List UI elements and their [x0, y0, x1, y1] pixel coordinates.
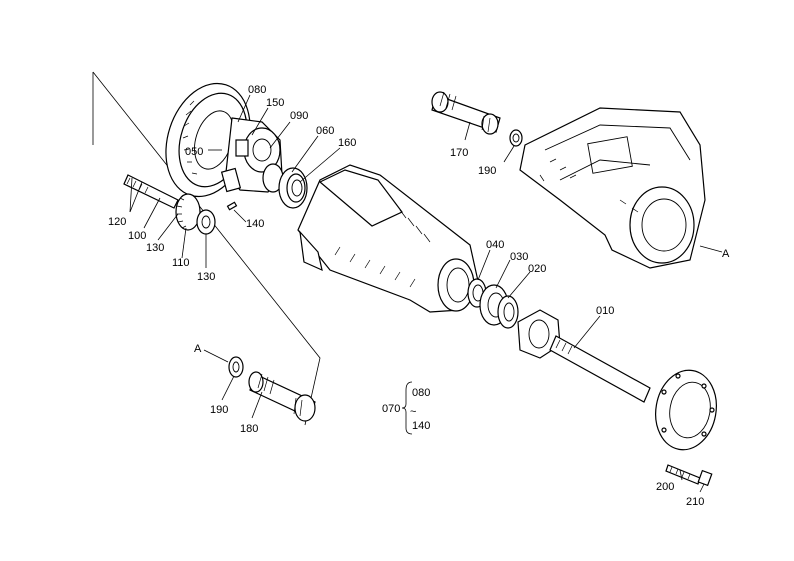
callout-170: 170: [450, 147, 468, 159]
bearing-160: [278, 167, 308, 209]
callout-090: 090: [290, 110, 308, 122]
side-shaft-120: [123, 174, 179, 209]
bolt-200: [665, 464, 713, 487]
callout-190-upper: 190: [478, 165, 496, 177]
callout-020: 020: [528, 263, 546, 275]
pin-140: [226, 201, 238, 211]
callout-120: 120: [108, 216, 126, 228]
gear-110: [175, 193, 216, 235]
svg-text:~: ~: [410, 406, 416, 418]
differential-case-080: [220, 117, 284, 193]
callout-labels: 080 150 090 060 160 050 120 100 130 110 …: [108, 84, 730, 508]
callout-050: 050: [185, 146, 203, 158]
callout-160: 160: [338, 137, 356, 149]
leader-lines: [129, 94, 723, 493]
gear-case-housing: [519, 107, 706, 269]
callout-130-right: 130: [197, 271, 215, 283]
callout-030: 030: [510, 251, 528, 263]
callout-150: 150: [266, 97, 284, 109]
callout-070: 070: [382, 403, 400, 415]
callout-210: 210: [686, 496, 704, 508]
callout-040: 040: [486, 239, 504, 251]
axle-housing: [297, 164, 481, 313]
callout-100: 100: [128, 230, 146, 242]
kit-item-080: 080: [412, 387, 430, 399]
callout-140: 140: [246, 218, 264, 230]
kit-item-140: 140: [412, 420, 430, 432]
pinion-shaft-180: [248, 371, 316, 422]
callout-110: 110: [172, 257, 190, 269]
reference-a-left: A: [194, 343, 202, 355]
callout-130-left: 130: [146, 242, 164, 254]
callout-060: 060: [316, 125, 334, 137]
callout-180: 180: [240, 423, 258, 435]
seal-020: [497, 295, 519, 329]
callout-080: 080: [248, 84, 266, 96]
kit-bracket-070: ~: [401, 381, 416, 435]
callout-190-lower: 190: [210, 404, 228, 416]
snap-ring-190-lower: [228, 356, 244, 378]
callout-200: 200: [656, 481, 674, 493]
pinion-shaft-170: [431, 91, 501, 135]
axle-shaft-010: [549, 335, 717, 451]
snap-ring-190-upper: [509, 129, 523, 147]
reference-a-right: A: [722, 248, 730, 260]
callout-010: 010: [596, 305, 614, 317]
